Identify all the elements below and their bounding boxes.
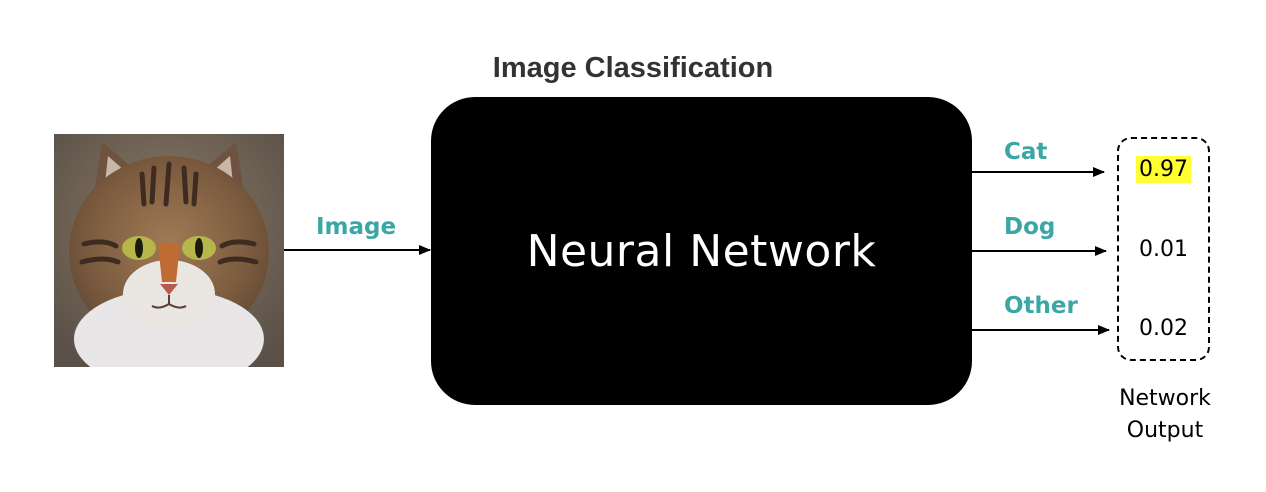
- score-dog-value: 0.01: [1139, 237, 1188, 262]
- neural-network-box: Neural Network: [431, 97, 972, 405]
- cat-photo: [54, 134, 284, 367]
- neural-network-label: Neural Network: [526, 225, 877, 277]
- class-label-cat: Cat: [1004, 139, 1048, 165]
- score-other: 0.02: [1117, 316, 1210, 341]
- caption-line-2: Output: [1126, 418, 1204, 443]
- score-other-value: 0.02: [1139, 316, 1188, 341]
- input-label: Image: [316, 214, 397, 240]
- score-dog: 0.01: [1117, 237, 1210, 262]
- score-cat: 0.97: [1117, 156, 1210, 183]
- class-label-dog: Dog: [1004, 214, 1056, 240]
- network-output-caption: Network Output: [1101, 383, 1229, 447]
- class-label-other: Other: [1004, 293, 1078, 319]
- network-output-box: [1117, 137, 1210, 361]
- score-cat-value: 0.97: [1136, 156, 1191, 183]
- caption-line-1: Network: [1119, 386, 1211, 411]
- diagram-title: Image Classification: [492, 52, 774, 84]
